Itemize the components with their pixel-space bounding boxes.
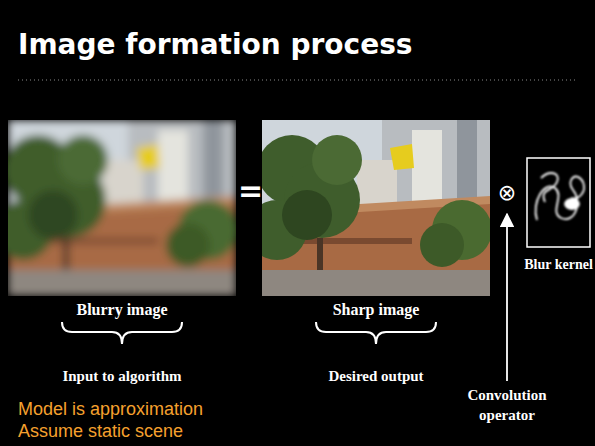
brace (316, 322, 436, 344)
operator-note: Convolution operator (447, 385, 567, 425)
image-caption: Blurry image (8, 300, 236, 320)
equals-sign: = (238, 174, 262, 208)
assumption-note: Assume static scene (18, 420, 318, 442)
slide-title: Image formation process (18, 28, 412, 62)
brace (62, 322, 182, 344)
convolution-symbol: ⊗ (495, 180, 519, 206)
kernel-image (527, 158, 590, 247)
image-caption: Sharp image (262, 300, 490, 320)
image-caption: Blur kernel (522, 255, 595, 275)
blurry-photo (8, 120, 236, 296)
role-caption: Input to algorithm (8, 366, 236, 386)
title-rule (18, 80, 577, 81)
pointer-arrow (506, 214, 508, 381)
image-panel: Sharp imageDesired output (262, 120, 490, 386)
image-panel: Blurry imageInput to algorithm (8, 120, 236, 386)
assumption-note: Model is approximation (18, 398, 318, 420)
sharp-photo (262, 120, 490, 296)
role-caption: Desired output (262, 366, 490, 386)
kernel-panel: Blur kernel (522, 158, 595, 275)
